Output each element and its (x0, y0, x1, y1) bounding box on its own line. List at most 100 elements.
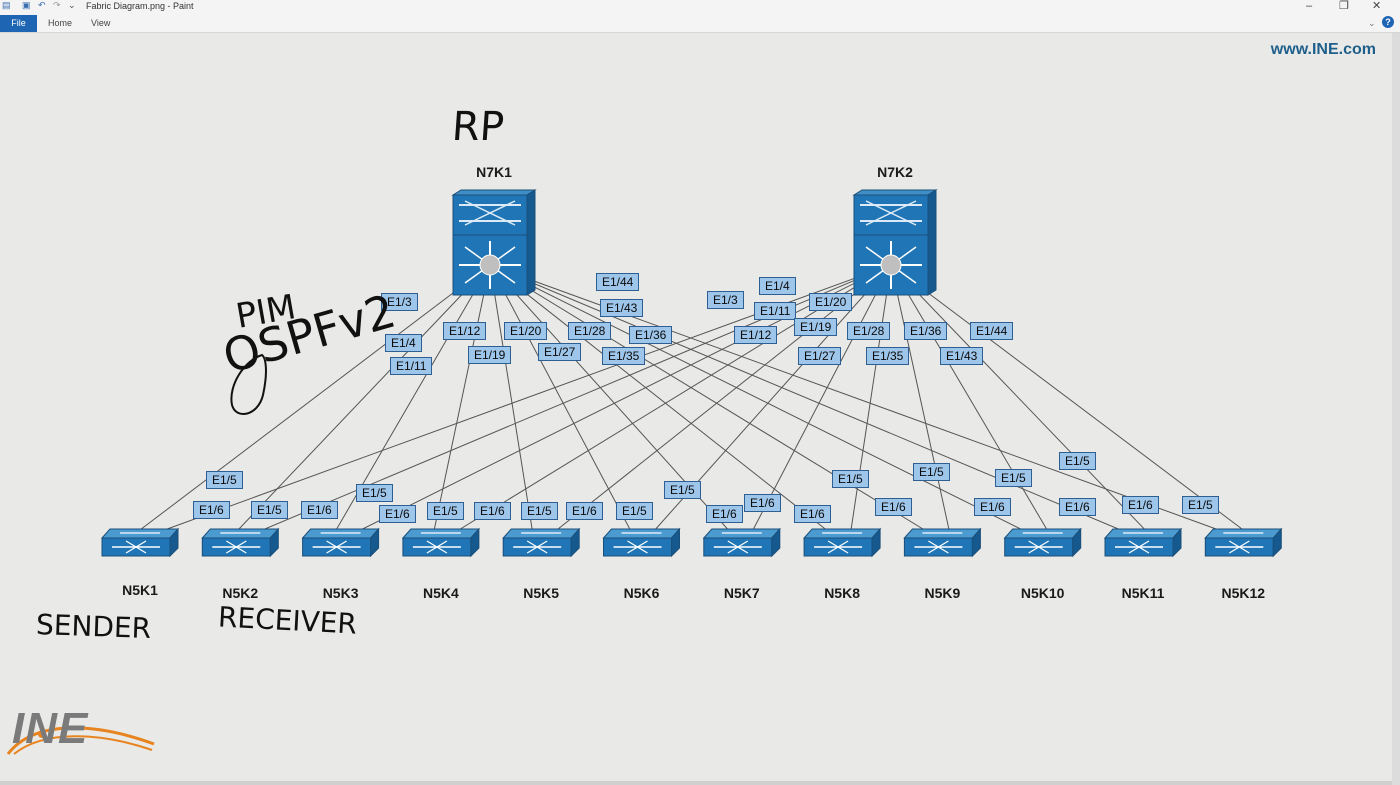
link-n5k3-n7k2 (348, 264, 892, 537)
link-n5k7-n7k2 (749, 264, 892, 537)
save-icon[interactable]: ▣ (22, 0, 31, 10)
n5k4-switch-icon (401, 527, 481, 558)
n5k1-switch-icon (100, 527, 180, 558)
n5k6-switch-icon (602, 527, 681, 558)
link-n5k8-n7k1 (489, 264, 835, 537)
link-n5k9-n7k1 (489, 264, 935, 537)
ribbon-collapse-icon[interactable]: ⌄ (1368, 18, 1376, 28)
port-label-n7k1-e1-36: E1/36 (629, 326, 673, 344)
n5k2-switch-icon (201, 527, 280, 558)
n5k10-switch-icon (1003, 527, 1082, 558)
handwriting-ospf-o (230, 353, 267, 415)
port-label-n7k2-e1-35: E1/35 (866, 347, 910, 365)
n5k5-switch-icon (502, 527, 581, 558)
port-label-n5k4-a: E1/5 (427, 502, 464, 520)
ribbon (0, 14, 1400, 33)
port-label-n5k11-a: E1/5 (1059, 452, 1096, 470)
port-label-n7k1-e1-27: E1/27 (538, 343, 582, 361)
device-name-n5k6: N5K6 (623, 585, 660, 601)
link-n5k4-n7k1 (432, 264, 491, 537)
port-label-n5k4-b: E1/6 (474, 502, 511, 520)
close-button[interactable]: ✕ (1372, 0, 1382, 12)
device-name-n5k7: N5K7 (723, 585, 760, 601)
title-bar: ▤ ▣ ↶ ↷ ⌄ Fabric Diagram.png - Paint – ❐… (0, 0, 1400, 14)
n7k2-switch-icon (852, 189, 938, 296)
ine-logo-text: INE (12, 704, 89, 753)
undo-icon[interactable]: ↶ (38, 0, 46, 10)
device-name-n5k2: N5K2 (222, 585, 259, 601)
port-label-n7k2-e1-19: E1/19 (794, 318, 838, 336)
port-label-n7k2-e1-4: E1/4 (759, 277, 796, 295)
port-label-n5k7-a: E1/5 (664, 481, 701, 499)
tab-home[interactable]: Home (48, 18, 73, 28)
port-label-n7k1-e1-3: E1/3 (381, 293, 418, 311)
port-label-n7k2-e1-43: E1/43 (940, 347, 984, 365)
customize-toolbar-icon[interactable]: ⌄ (68, 0, 76, 10)
tab-file[interactable]: File (0, 15, 37, 32)
port-label-n5k10-a: E1/5 (995, 469, 1032, 487)
port-label-n5k8-a: E1/5 (832, 470, 869, 488)
port-label-n7k1-e1-11: E1/11 (390, 357, 433, 375)
port-label-n5k6-a: E1/5 (616, 502, 653, 520)
help-icon[interactable]: ? (1382, 16, 1394, 28)
port-label-n7k2-e1-20: E1/20 (809, 293, 853, 311)
port-label-n5k2-a: E1/5 (251, 501, 288, 519)
port-label-n7k1-e1-35: E1/35 (602, 347, 646, 365)
n5k9-switch-icon (903, 527, 982, 558)
port-label-n5k12-b: E1/6 (1122, 496, 1159, 514)
port-label-n5k8-b: E1/6 (794, 505, 831, 523)
port-label-n5k1-b: E1/6 (193, 501, 230, 519)
n5k7-switch-icon (702, 527, 781, 558)
device-name-n5k3: N5K3 (322, 585, 359, 601)
device-name-n7k2: N7K2 (877, 164, 913, 180)
ine-watermark: www.INE.com (1270, 41, 1376, 58)
device-name-n7k1: N7K1 (476, 164, 512, 180)
tab-view[interactable]: View (91, 18, 111, 28)
port-label-n7k1-e1-43: E1/43 (600, 299, 644, 317)
port-label-n7k2-e1-27: E1/27 (798, 347, 842, 365)
port-label-n5k5-a: E1/5 (521, 502, 558, 520)
link-n5k1-n7k1 (131, 264, 491, 537)
port-label-n7k2-e1-44: E1/44 (970, 322, 1014, 340)
n7k1-switch-icon (451, 189, 537, 296)
port-label-n7k2-e1-28: E1/28 (847, 322, 891, 340)
n5k8-switch-icon (802, 527, 882, 558)
device-name-n5k8: N5K8 (824, 585, 860, 601)
port-label-n5k12-a: E1/5 (1182, 496, 1219, 514)
n5k3-switch-icon (301, 527, 380, 558)
n5k11-switch-icon (1103, 527, 1183, 558)
handwriting-rp: RP (450, 104, 506, 150)
link-n5k11-n7k1 (489, 264, 1136, 537)
port-label-n5k3-a: E1/5 (356, 484, 393, 502)
device-name-n5k12: N5K12 (1221, 585, 1266, 601)
vertical-scrollbar[interactable] (1392, 33, 1400, 785)
port-label-n5k11-b: E1/6 (1059, 498, 1096, 516)
port-label-n5k1-a: E1/5 (206, 471, 243, 489)
device-name-n5k11: N5K11 (1121, 585, 1165, 601)
minimize-button[interactable]: – (1306, 0, 1313, 12)
port-label-n7k1-e1-4: E1/4 (385, 334, 422, 352)
device-name-n5k1: N5K1 (122, 582, 158, 598)
port-label-n7k2-e1-11: E1/11 (754, 302, 797, 320)
port-label-n5k6-b: E1/6 (706, 505, 743, 523)
n5k12-switch-icon (1204, 527, 1283, 558)
port-label-n7k2-e1-3: E1/3 (707, 291, 744, 309)
link-n5k5-n7k1 (489, 264, 534, 537)
paint-app-icon: ▤ (2, 0, 11, 10)
link-n5k10-n7k2 (890, 264, 1052, 537)
port-label-n7k1-e1-12: E1/12 (443, 322, 487, 340)
port-label-n7k1-e1-44: E1/44 (596, 273, 640, 291)
device-name-n5k10: N5K10 (1020, 585, 1065, 601)
device-name-n5k4: N5K4 (422, 585, 459, 601)
port-label-n5k2-b: E1/6 (301, 501, 338, 519)
port-label-n5k5-b: E1/6 (566, 502, 603, 520)
horizontal-scrollbar[interactable] (0, 781, 1392, 785)
port-label-n5k10-b: E1/6 (974, 498, 1011, 516)
redo-icon[interactable]: ↷ (53, 0, 61, 10)
port-label-n7k2-e1-12: E1/12 (734, 326, 778, 344)
restore-button[interactable]: ❐ (1339, 0, 1349, 12)
port-label-n7k1-e1-19: E1/19 (468, 346, 512, 364)
window-title: Fabric Diagram.png - Paint (86, 1, 194, 11)
port-label-n5k9-a: E1/5 (913, 463, 950, 481)
